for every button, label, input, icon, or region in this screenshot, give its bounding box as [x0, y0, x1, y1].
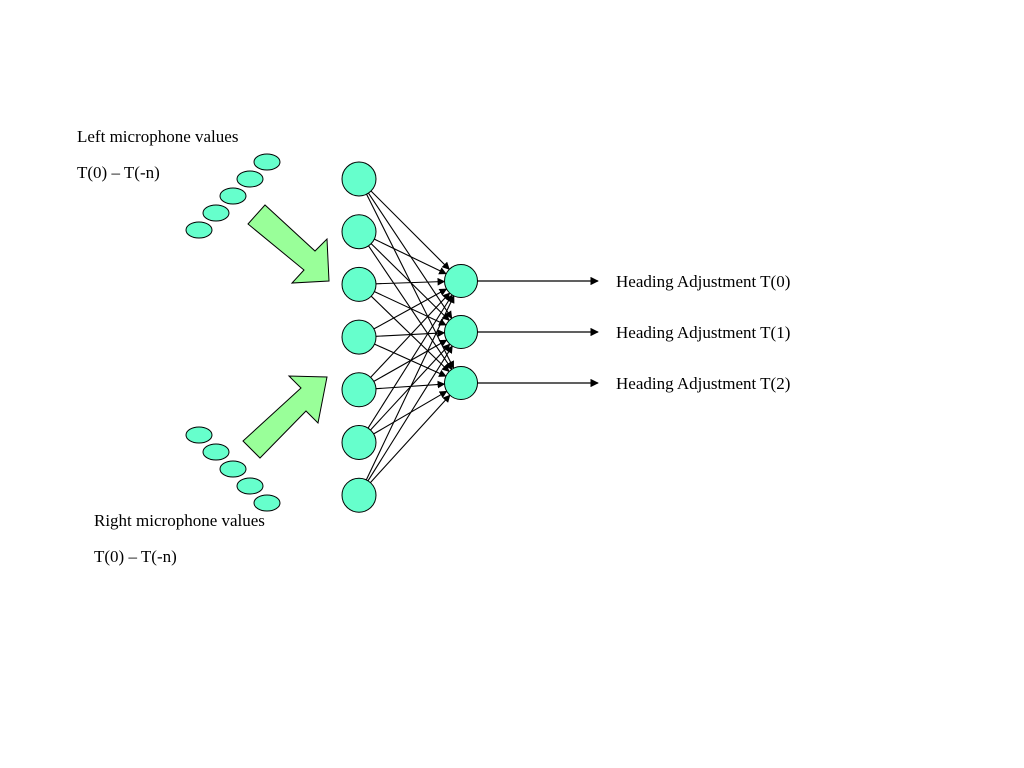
connection-edge — [368, 245, 453, 370]
right-microphone-samples — [185, 426, 281, 512]
left-microphone-title: Left microphone values — [77, 127, 239, 146]
output-node — [444, 264, 478, 298]
connection-edge — [369, 394, 451, 483]
connection-edge — [374, 238, 447, 275]
input-node — [341, 214, 377, 250]
left-input-flow-arrow — [247, 204, 330, 284]
output-label-t2: Heading Adjustment T(2) — [616, 374, 791, 393]
connections-layer — [365, 190, 455, 483]
left-microphone-samples — [185, 153, 281, 239]
input-node — [341, 372, 377, 408]
connection-edge — [367, 192, 453, 319]
right-microphone-title: Right microphone values — [94, 511, 265, 530]
output-node — [444, 366, 478, 400]
left-sample-node — [185, 221, 213, 239]
input-layer — [341, 161, 377, 513]
connection-edge — [370, 190, 450, 270]
connection-edge — [373, 288, 448, 330]
output-label-t1: Heading Adjustment T(1) — [616, 323, 791, 342]
output-node — [444, 315, 478, 349]
connection-edge — [374, 291, 447, 326]
input-node — [341, 477, 377, 513]
connection-edge — [367, 345, 453, 482]
output-label-t0: Heading Adjustment T(0) — [616, 272, 791, 291]
output-arrows-layer — [477, 276, 599, 388]
connection-edge — [365, 295, 455, 481]
left-sample-node — [202, 204, 230, 222]
right-sample-node — [219, 460, 247, 478]
right-microphone-range: T(0) – T(-n) — [94, 547, 177, 566]
left-sample-node — [253, 153, 281, 171]
input-node — [341, 161, 377, 197]
right-input-flow-arrow — [242, 375, 328, 459]
output-layer — [444, 264, 478, 400]
input-node — [341, 425, 377, 460]
left-sample-node — [236, 170, 264, 188]
right-sample-node — [253, 494, 281, 512]
input-node — [341, 319, 377, 355]
left-microphone-range: T(0) – T(-n) — [77, 163, 160, 182]
input-node — [341, 266, 377, 302]
connection-edge — [367, 294, 453, 429]
left-sample-node — [219, 187, 247, 205]
connection-edge — [370, 292, 451, 378]
right-sample-node — [202, 443, 230, 461]
right-sample-node — [185, 426, 213, 444]
right-sample-node — [236, 477, 264, 495]
connection-edge — [375, 277, 446, 286]
